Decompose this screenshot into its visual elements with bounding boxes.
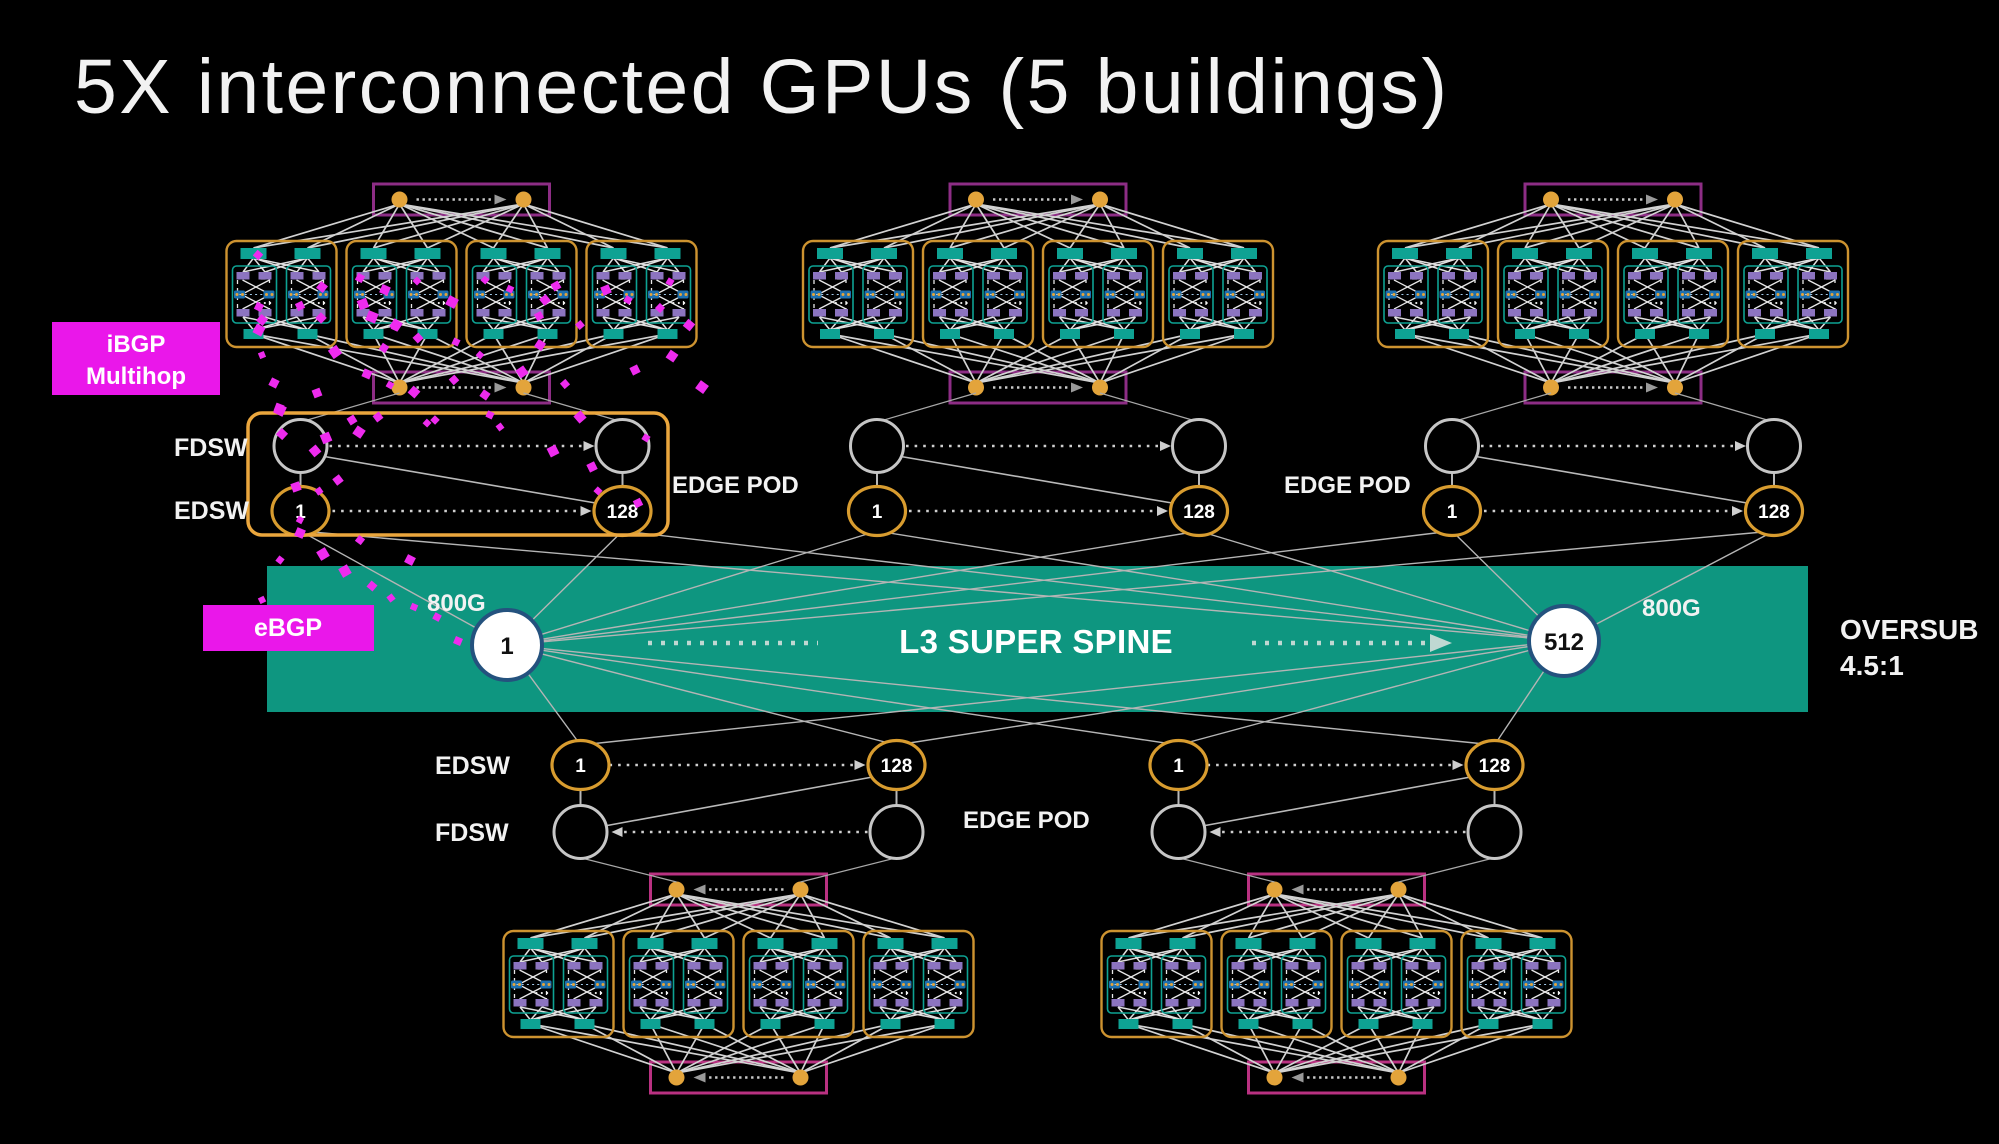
svg-text:EDSW: EDSW	[435, 752, 510, 780]
svg-text:1: 1	[575, 756, 586, 777]
svg-text:OVERSUB: OVERSUB	[1840, 614, 1978, 645]
svg-text:128: 128	[1479, 756, 1511, 777]
svg-text:1: 1	[295, 502, 306, 523]
svg-text:EDGE POD: EDGE POD	[963, 807, 1090, 834]
svg-text:128: 128	[1183, 502, 1215, 523]
svg-text:4.5:1: 4.5:1	[1840, 650, 1904, 681]
svg-text:1: 1	[500, 633, 513, 660]
svg-text:1: 1	[872, 502, 883, 523]
svg-text:Multihop: Multihop	[86, 363, 186, 390]
svg-text:FDSW: FDSW	[174, 434, 248, 462]
svg-text:1: 1	[1447, 502, 1458, 523]
svg-text:800G: 800G	[427, 590, 486, 617]
svg-text:128: 128	[881, 756, 913, 777]
svg-text:1: 1	[1173, 756, 1184, 777]
svg-text:128: 128	[1758, 502, 1790, 523]
svg-text:L3 SUPER SPINE: L3 SUPER SPINE	[899, 623, 1173, 660]
svg-text:800G: 800G	[1642, 595, 1701, 622]
svg-text:128: 128	[607, 502, 639, 523]
svg-text:5X interconnected GPUs (5 buil: 5X interconnected GPUs (5 buildings)	[74, 44, 1447, 130]
svg-text:EDGE POD: EDGE POD	[1284, 472, 1411, 499]
svg-text:EDGE POD: EDGE POD	[672, 472, 799, 499]
svg-text:512: 512	[1544, 629, 1584, 656]
svg-text:iBGP: iBGP	[107, 331, 166, 358]
svg-text:eBGP: eBGP	[254, 614, 322, 642]
svg-text:FDSW: FDSW	[435, 819, 509, 847]
svg-text:EDSW: EDSW	[174, 497, 249, 525]
